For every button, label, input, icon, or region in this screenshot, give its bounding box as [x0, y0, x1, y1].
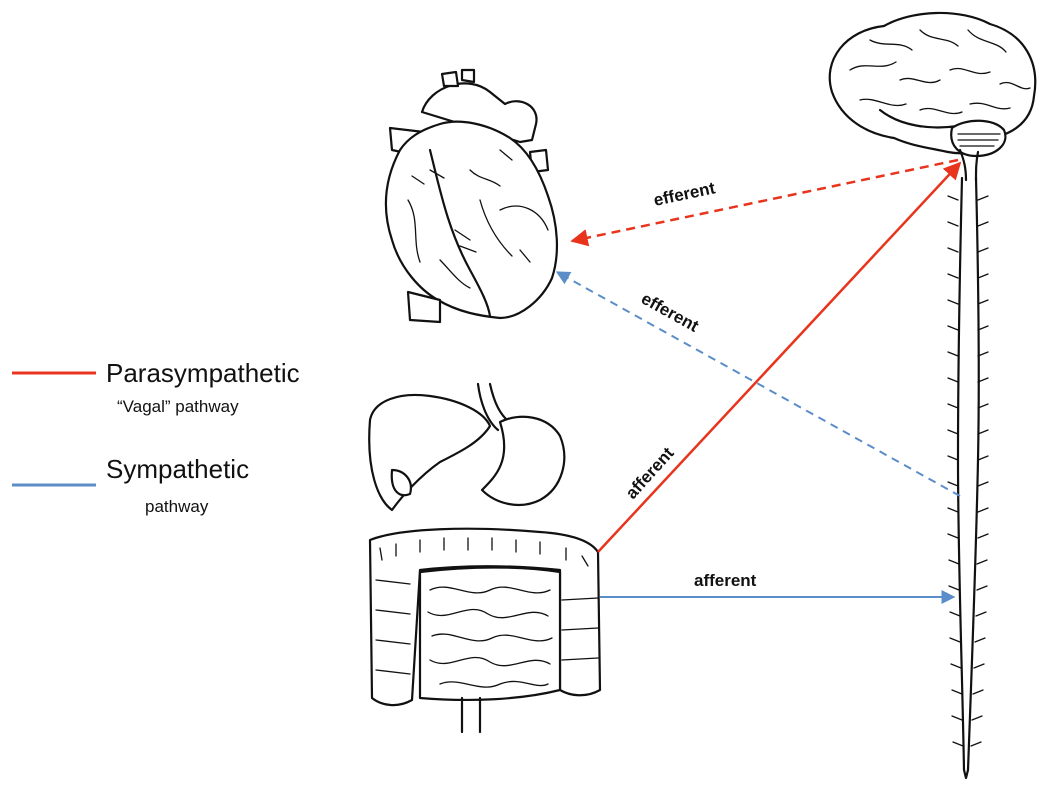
- legend: Parasympathetic “Vagal” pathway Sympathe…: [12, 358, 300, 516]
- label-parasympathetic-efferent: efferent: [652, 178, 717, 210]
- brain-drawing: [830, 13, 1036, 180]
- spinal-cord-drawing: [948, 178, 988, 778]
- legend-parasympathetic-title: Parasympathetic: [106, 358, 300, 388]
- label-sympathetic-efferent: efferent: [638, 289, 702, 336]
- digestive-system-drawing: [369, 384, 600, 732]
- legend-parasympathetic-subtitle: “Vagal” pathway: [117, 397, 239, 416]
- label-parasympathetic-afferent: afferent: [622, 443, 678, 502]
- parasympathetic-afferent-arrow: [598, 163, 960, 552]
- legend-sympathetic-title: Sympathetic: [106, 454, 249, 484]
- legend-sympathetic-subtitle: pathway: [145, 497, 209, 516]
- heart-drawing: [386, 70, 557, 322]
- sympathetic-efferent-arrow: [557, 272, 960, 496]
- label-sympathetic-afferent: afferent: [694, 571, 757, 590]
